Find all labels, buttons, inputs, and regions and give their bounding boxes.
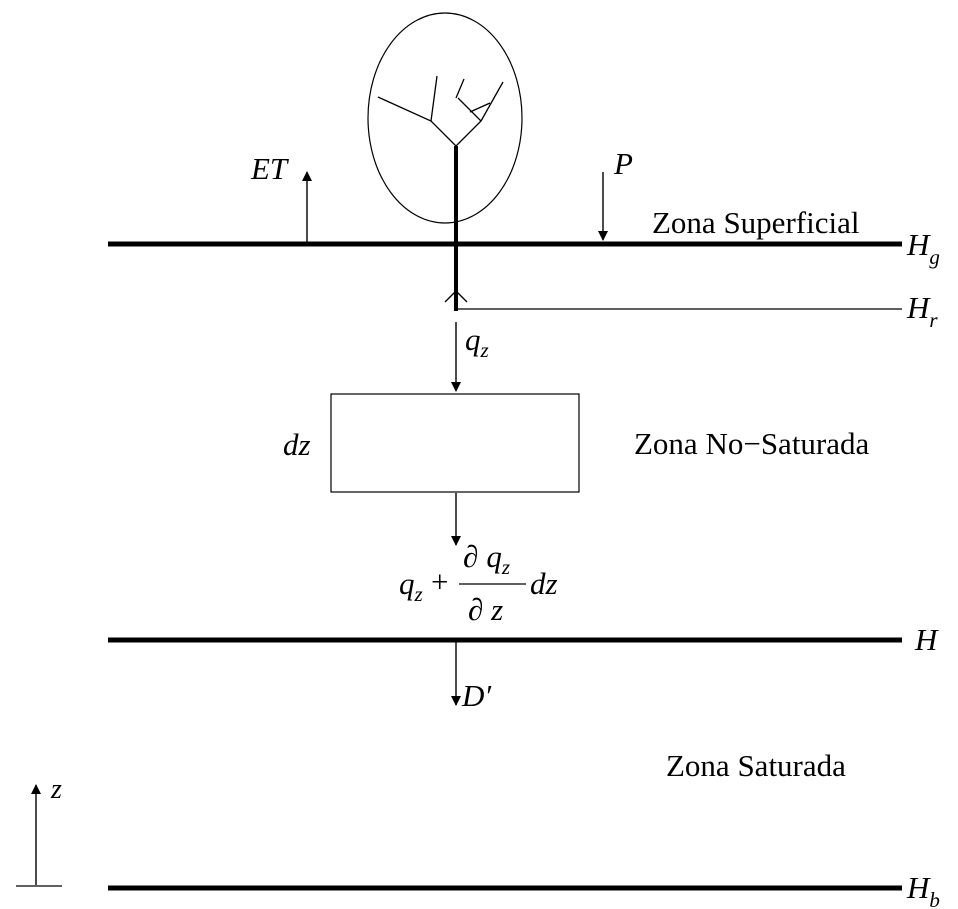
outflow-factor: dz [530,566,558,601]
ground-level-label: Hg [906,227,940,269]
z-axis-label: z [50,774,62,805]
zone-saturated-label: Zona Saturada [666,748,846,783]
inflow-label: qz [465,322,489,362]
outflow-base: qz [399,566,423,606]
outflow-numerator: ∂qz [463,539,510,579]
zone-unsaturated-label: Zona No−Saturada [634,426,870,461]
outflow-label: qz + ∂qz ∂ z dz [399,539,558,627]
outflow-plus: + [431,564,448,599]
tree-branches [377,75,504,147]
outflow-denominator: ∂ z [468,592,503,627]
root-level-label: Hr [906,290,938,332]
tree-crown [367,12,523,224]
tree-icon [367,12,523,311]
drainage-label: D′ [461,678,492,713]
precipitation-label: P [613,146,633,181]
element-thickness-label: dz [283,427,311,462]
water-table-label: H [914,622,939,657]
control-volume-box [330,393,580,493]
et-label: ET [250,151,290,186]
root-tips [444,290,468,303]
bottom-level-label: Hb [906,870,940,909]
zone-superficial-label: Zona Superficial [652,205,859,240]
